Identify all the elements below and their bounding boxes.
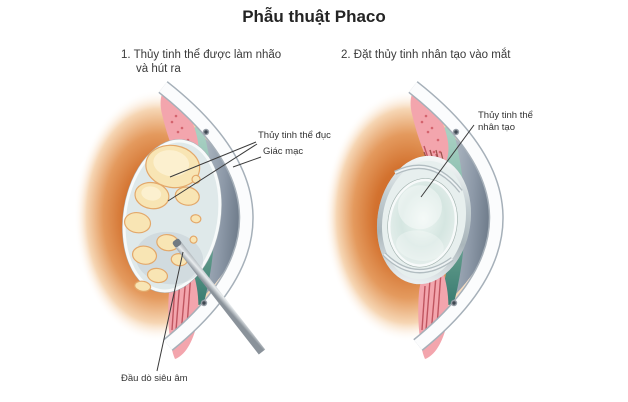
- page-title: Phẫu thuật Phaco: [242, 7, 386, 26]
- artificial-lens: [376, 155, 472, 285]
- leader-cloudy-lens-2: [167, 143, 258, 202]
- haptic-arm-top: [394, 164, 463, 193]
- haptic-arm-bottom: [382, 252, 454, 274]
- leader-probe: [156, 251, 184, 372]
- leader-cornea: [232, 156, 262, 168]
- callout-cornea: Giác mạc: [263, 146, 304, 157]
- step-2-label: 2. Đặt thủy tinh nhân tạo vào mắt: [341, 49, 511, 61]
- step-1-line-1: 1. Thủy tinh thể được làm nhão: [121, 49, 282, 61]
- left-eye-illustration: [74, 87, 266, 359]
- callout-cloudy-lens: Thủy tinh thể đục: [258, 130, 331, 141]
- callout-artificial-lens: Thủy tinh thể nhân tạo: [478, 110, 533, 134]
- ultrasound-probe: [172, 238, 266, 355]
- leader-artificial-lens: [420, 124, 475, 198]
- callout-artificial-lens-line-1: Thủy tinh thể: [478, 110, 533, 121]
- step-1-label: 1. Thủy tinh thể được làm nhão và hút ra: [121, 48, 281, 76]
- leader-cloudy-lens-1: [169, 141, 257, 178]
- step-1-line-2: và hút ra: [136, 63, 181, 75]
- leader-lines: [156, 124, 475, 372]
- callout-ultrasound-probe: Đầu dò siêu âm: [121, 373, 188, 384]
- right-eye-illustration: [324, 87, 496, 359]
- iol-optic: [387, 178, 458, 268]
- cloudy-lens: [122, 139, 222, 293]
- callout-artificial-lens-line-2: nhân tạo: [478, 122, 515, 133]
